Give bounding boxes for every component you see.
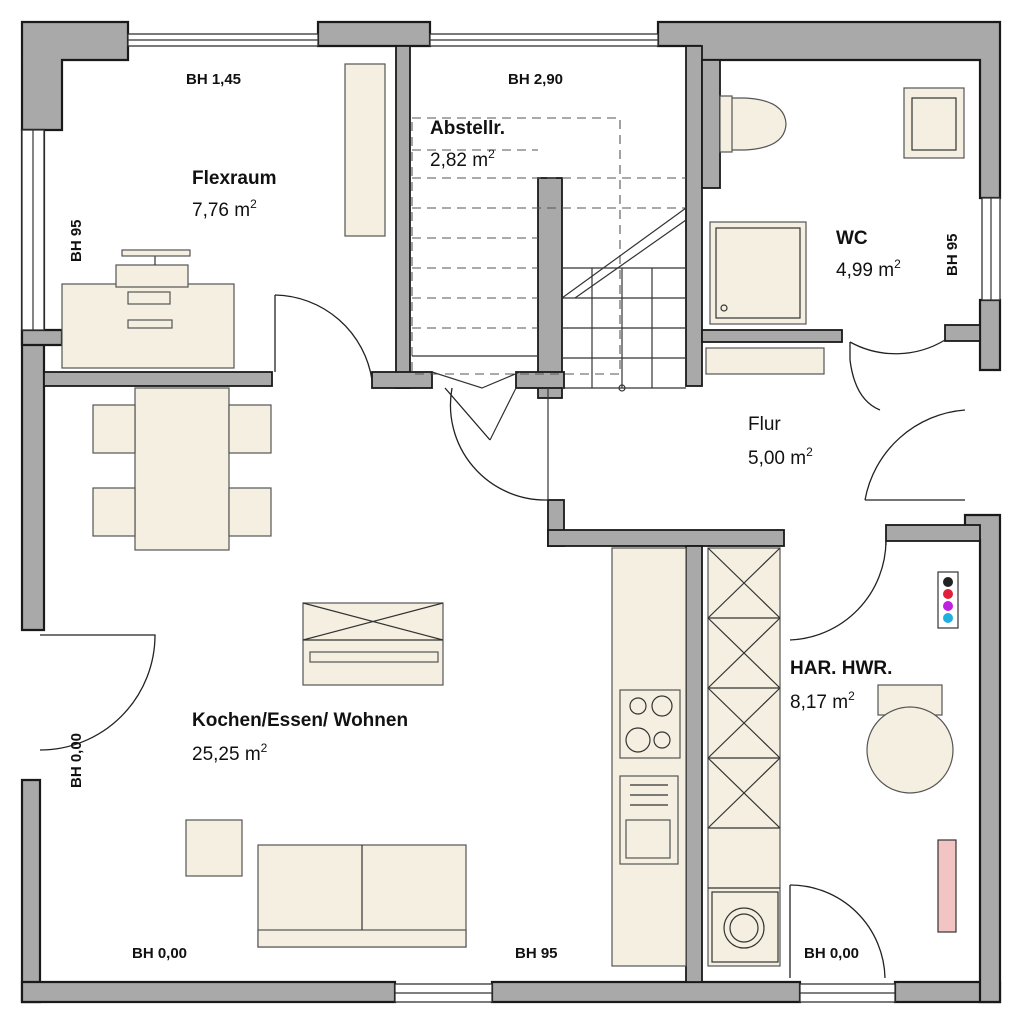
room-name-flexraum: Flexraum <box>192 168 276 189</box>
bath-shelf <box>705 347 825 375</box>
room-name-kochen: Kochen/Essen/ Wohnen <box>192 710 408 731</box>
bh-left-lower: BH 0,00 <box>68 733 85 788</box>
interior-walls <box>43 45 981 983</box>
dining-table <box>134 387 230 551</box>
furniture <box>61 63 965 967</box>
doors <box>39 294 966 979</box>
utility-shelf <box>707 547 781 967</box>
bh-top-left: BH 1,45 <box>186 71 241 88</box>
washing-machine <box>723 907 765 949</box>
room-area-abstellr: 2,82 m2 <box>430 147 495 171</box>
wardrobe <box>344 63 386 237</box>
bh-bottom-mid: BH 95 <box>515 945 558 962</box>
shower <box>709 221 807 325</box>
radiator <box>937 839 957 933</box>
bh-bottom-right: BH 0,00 <box>804 945 859 962</box>
room-area-flur: 5,00 m2 <box>748 445 813 469</box>
boiler <box>866 706 954 794</box>
room-labels: Flexraum 7,76 m2 Abstellr. 2,82 m2 WC 4,… <box>192 118 901 765</box>
side-table <box>185 819 243 877</box>
wash-basin <box>903 87 965 159</box>
meter-light-cyan <box>943 613 953 623</box>
outer-walls <box>20 20 1002 1004</box>
room-area-wc: 4,99 m2 <box>836 257 901 281</box>
room-area-kochen: 25,25 m2 <box>192 741 268 765</box>
bh-top-mid: BH 2,90 <box>508 71 563 88</box>
room-area-flexraum: 7,76 m2 <box>192 197 257 221</box>
room-name-wc: WC <box>836 228 868 249</box>
room-name-har: HAR. HWR. <box>790 658 892 679</box>
meter-light-red <box>943 589 953 599</box>
meter-light-magenta <box>943 601 953 611</box>
bh-bottom-left: BH 0,00 <box>132 945 187 962</box>
bh-right-upper: BH 95 <box>944 233 961 276</box>
windows <box>21 33 1001 1003</box>
bh-left-upper: BH 95 <box>68 219 85 262</box>
toilet <box>727 97 787 151</box>
meter-light-black <box>943 577 953 587</box>
meter-panel <box>937 571 959 629</box>
staircase <box>411 117 687 392</box>
sill-height-labels: BH 1,45 BH 2,90 BH 95 BH 0,00 BH 95 BH 0… <box>68 71 961 962</box>
room-area-har: 8,17 m2 <box>790 689 855 713</box>
kitchen-island <box>302 602 444 686</box>
room-name-abstellr: Abstellr. <box>430 118 505 139</box>
room-name-flur: Flur <box>748 414 781 435</box>
